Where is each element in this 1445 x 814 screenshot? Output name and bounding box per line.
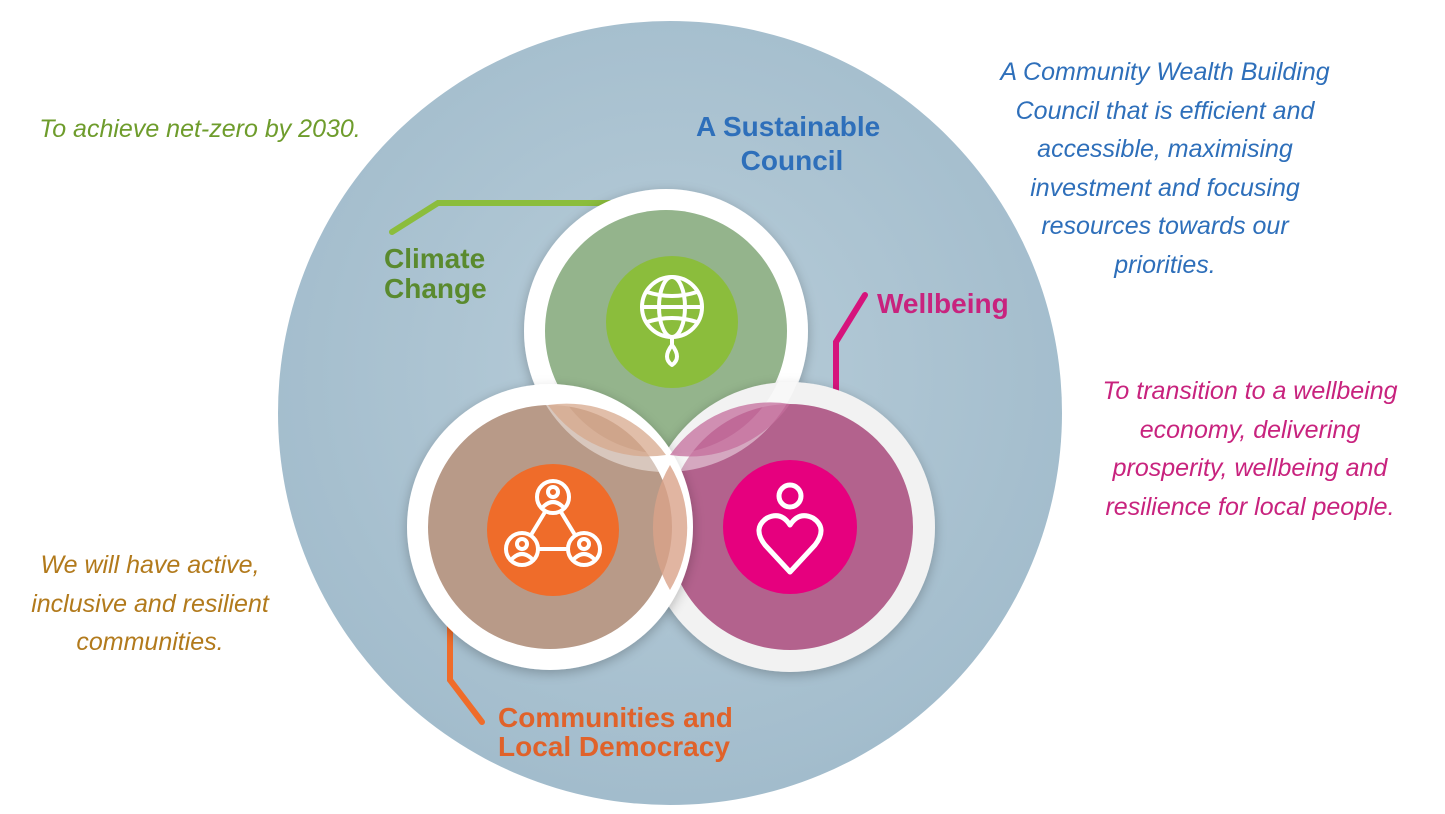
- wellbeing-label-line-1: Wellbeing: [877, 288, 1009, 319]
- communities-connector-line: [447, 622, 485, 725]
- climate-change-label: Climate Change: [384, 243, 493, 304]
- sustainable-label-line-1: A Sustainable: [696, 111, 880, 142]
- globe-with-drop-icon: [640, 275, 704, 367]
- wellbeing-statement: To transition to a wellbeing economy, de…: [1102, 377, 1398, 521]
- climate-statement: To achieve net-zero by 2030.: [39, 115, 361, 143]
- communities-statement: We will have active, inclusive and resil…: [31, 551, 269, 656]
- wellbeing-label: Wellbeing: [877, 288, 1009, 319]
- overlap-climate-communities: [548, 403, 666, 457]
- climate-icon-disc: [606, 256, 738, 388]
- council-statement: A Community Wealth Building Council that…: [1000, 58, 1330, 279]
- overlap-climate-wellbeing: [670, 402, 790, 457]
- climate-label-line-1: Climate: [384, 243, 485, 274]
- communities-label-line-2: Local Democracy: [498, 731, 730, 762]
- communities-icon-disc: [487, 464, 619, 596]
- connected-people-icon: [504, 479, 602, 567]
- communities-label-line-1: Communities and: [498, 702, 733, 733]
- climate-connector-line: [389, 200, 618, 235]
- climate-label-line-2: Change: [384, 273, 487, 304]
- sustainable-label-line-2: Council: [741, 145, 844, 176]
- overlap-communities-wellbeing: [652, 465, 688, 590]
- person-heart-icon: [756, 482, 824, 575]
- communities-label: Communities and Local Democracy: [498, 702, 741, 762]
- wellbeing-connector-line: [833, 292, 868, 398]
- climate-overlap-ring: [525, 190, 807, 472]
- sustainable-council-label: A Sustainable Council: [696, 111, 888, 176]
